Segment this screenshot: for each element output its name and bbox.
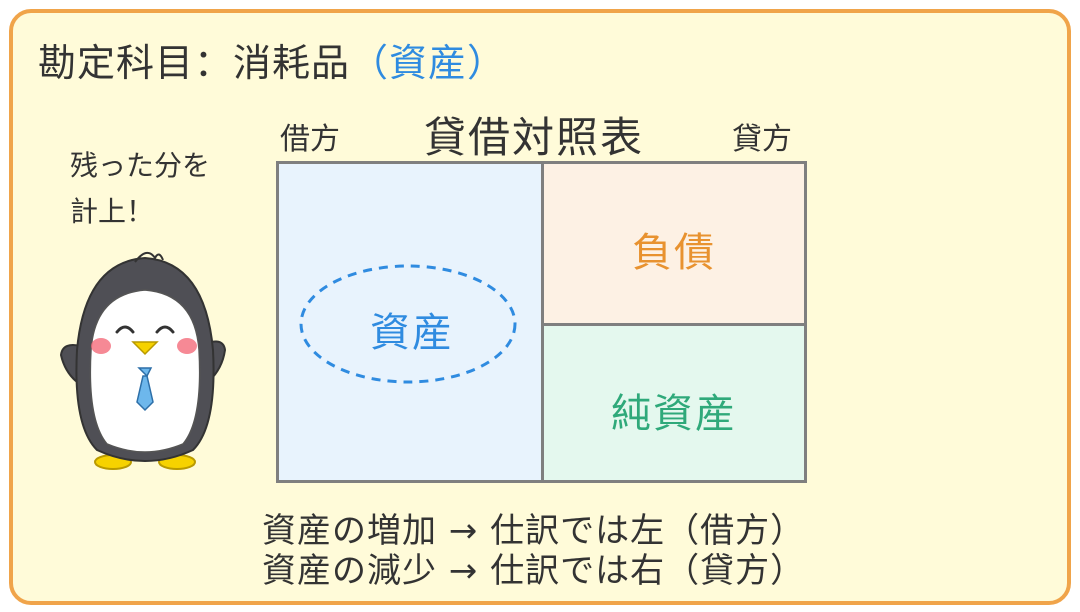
speech-line-1: 残った分を [70,149,211,182]
net-assets-box [541,323,807,483]
liabilities-box [541,161,807,326]
assets-highlight-ellipse [299,264,517,384]
page-title: 勘定科目：消耗品（資産） [38,32,506,87]
assets-label: 資産 [370,310,454,356]
note-increase: 資産の増加 → 仕訳では左（借方） [262,511,806,551]
note-decrease: 資産の減少 → 仕訳では右（貸方） [262,551,806,591]
title-account-name: 勘定科目：消耗品 [38,41,351,85]
liabilities-label: 負債 [632,230,716,276]
title-category: （資産） [350,41,507,85]
balance-sheet-title: 貸借対照表 [424,113,645,162]
speech-text: 残った分を 計上！ [70,143,210,235]
penguin-mascot-icon [59,251,227,470]
debit-label: 借方 [280,122,340,157]
net-assets-label: 純資産 [611,391,737,437]
credit-label: 貸方 [732,122,792,157]
speech-line-2: 計上！ [70,195,155,228]
